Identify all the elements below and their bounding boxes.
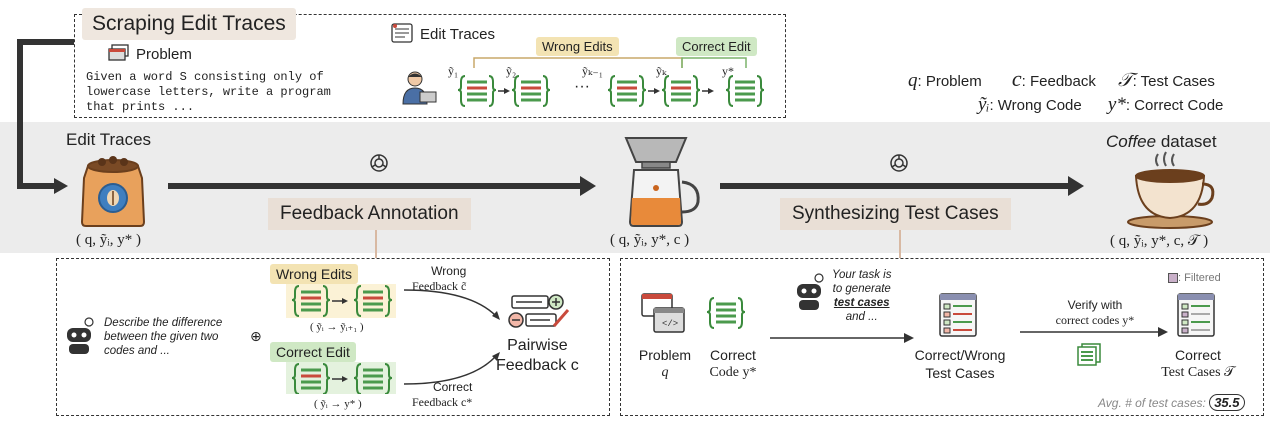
edit-traces-icon (391, 23, 413, 43)
test-cases-sheet-icon (939, 293, 977, 337)
correct-wrong-label: Correct/Wrong Test Cases (914, 347, 1006, 381)
window-icon (108, 44, 129, 61)
stacked-code-icon (1077, 343, 1101, 366)
verify-arrow (1020, 327, 1168, 337)
label-yk: ỹₖ (656, 64, 667, 78)
developer-icon (402, 71, 437, 105)
correct-test-cases-icon (1177, 293, 1215, 337)
feedback-doc-icon (508, 294, 570, 328)
correct-edit-tag: Correct Edit (676, 37, 757, 56)
correct-code-label: Correct Code y* (709, 347, 757, 380)
wrong-feedback-label: Wrong Feedback c̃ (412, 264, 467, 293)
avg-test-cases: Avg. # of test cases: 35.5 (1098, 394, 1245, 411)
describe-prompt: Describe the difference between the give… (104, 317, 223, 357)
middle-tuple: ( q, ỹᵢ, y*, c ) (610, 232, 690, 248)
concat-symbol: ⊕ (250, 328, 262, 344)
problem-text: Given a word S consisting only of lowerc… (86, 70, 331, 114)
robot-icon-2 (797, 273, 824, 310)
legend-row-2: ỹᵢ: Wrong Code y*: Correct Code (978, 94, 1224, 115)
correct-pair: ( ỹᵢ → y* ) (314, 398, 362, 410)
sequence-ellipsis: ··· (574, 78, 590, 95)
generate-arrow (770, 333, 914, 343)
edit-sequence: ỹ₁ ỹ₂ ỹₖ₋₁ ỹₖ y* ··· (448, 60, 768, 110)
openai-icon-2 (890, 154, 908, 172)
feedback-arrows (403, 289, 500, 385)
correct-code-icon (706, 296, 746, 330)
label-y1: ỹ₁ (448, 64, 459, 78)
feedback-annotation-label: Feedback Annotation (268, 198, 471, 230)
problem-q-label: Problem q (638, 347, 692, 380)
edit-pairs-icons (286, 284, 396, 394)
openai-icon (370, 154, 388, 172)
code-sequence-icons (456, 74, 766, 108)
edit-bracket (473, 57, 747, 68)
problem-label: Problem (136, 46, 192, 63)
avg-value: 35.5 (1209, 394, 1245, 411)
svg-text:</>: </> (662, 319, 678, 329)
edit-traces-tuple: ( q, ỹᵢ, y* ) (76, 232, 141, 248)
robot-icon (67, 317, 94, 354)
correct-edit-tag-2: Correct Edit (270, 342, 356, 362)
wrong-pair: ( ỹᵢ → ỹᵢ₊₁ ) (310, 321, 364, 333)
drip-pot-icon (624, 137, 700, 227)
correct-test-cases-label: Correct Test Cases 𝒯 (1161, 347, 1235, 380)
verify-label: Verify with correct codes y* (1055, 298, 1135, 327)
scraping-title: Scraping Edit Traces (82, 8, 296, 40)
pairwise-feedback-label: Pairwise Feedback c (496, 337, 579, 374)
label-yk1: ỹₖ₋₁ (582, 64, 603, 78)
edit-traces-title: Edit Traces (66, 130, 152, 149)
coffee-bag-icon (80, 156, 146, 227)
coffee-dataset-title: Coffee dataset (1106, 132, 1217, 151)
synthesizing-label: Synthesizing Test Cases (780, 198, 1011, 230)
label-ystar: y* (722, 64, 734, 78)
legend-row-1: q: Problem c: Feedback 𝒯: Test Cases (908, 66, 1215, 91)
filtered-swatch-icon (1168, 273, 1178, 284)
problem-window-icon: </> (641, 293, 685, 333)
coffee-tuple: ( q, ỹᵢ, y*, c, 𝒯 ) (1110, 233, 1209, 249)
generate-prompt: Your task is to generate test cases and … (832, 269, 892, 323)
coffee-cup-icon (1127, 151, 1215, 229)
wrong-edits-tag: Wrong Edits (536, 37, 619, 56)
label-y2: ỹ₂ (506, 64, 517, 78)
test-synthesis-box (620, 258, 1264, 416)
correct-feedback-label: Correct Feedback c* (412, 380, 473, 409)
wrong-edits-tag-2: Wrong Edits (270, 264, 358, 284)
filtered-legend: : Filtered (1168, 272, 1221, 284)
edit-traces-label: Edit Traces (420, 26, 496, 43)
